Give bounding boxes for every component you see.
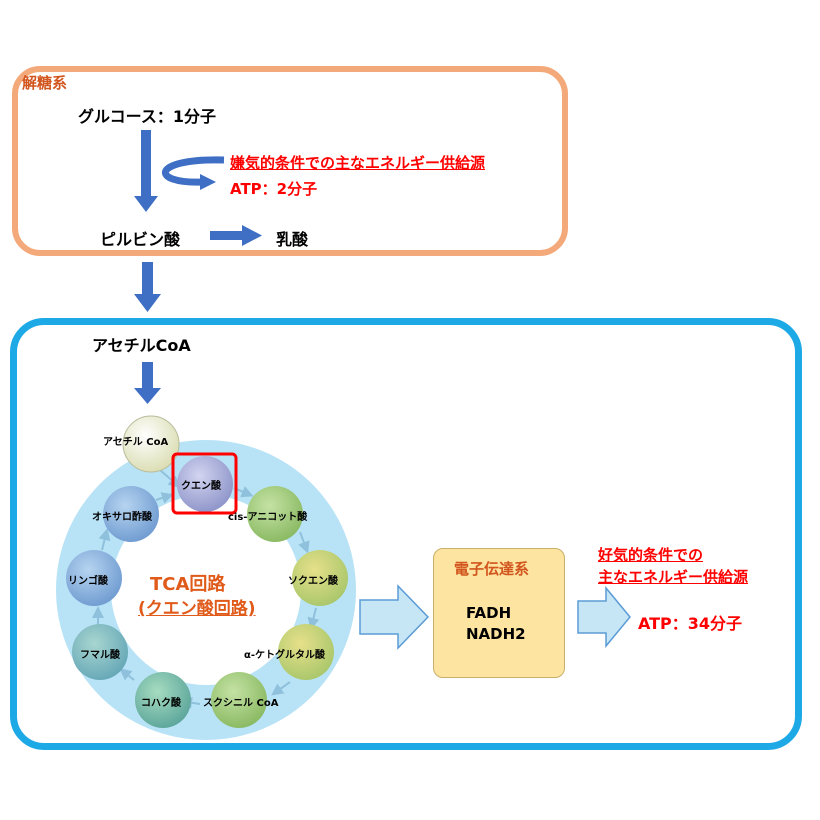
tca-cycle-arrows [92,469,320,709]
node-alphaketo-circle [278,624,334,680]
node-succinate-circle [135,672,191,728]
node-acetylcoa-circle [122,415,180,473]
etc-to-atp-arrow [577,585,631,649]
tca-to-etc-arrow [359,584,430,650]
node-oxaloacetate-circle [103,486,159,542]
anaerobic-note: 嫌気的条件での主なエネルギー供給源 [230,154,486,172]
lactate-label: 乳酸 [276,230,309,249]
citrate-highlight [171,452,238,515]
aerobic-note-line2: 主なエネルギー供給源 [598,568,749,586]
node-acetylcoa-label: アセチル CoA [103,437,169,448]
node-succinate-label: コハク酸 [141,698,181,709]
tca-subtitle: (クエン酸回路) [138,599,256,619]
tca-ring-hole [111,495,301,685]
glycolysis-title: 解糖系 [22,74,68,92]
node-citrate-label: クエン酸 [181,481,221,492]
node-succinylcoa-circle [211,672,267,728]
atp-aerobic: ATP：34分子 [638,614,743,633]
electron-transport-box [433,548,565,678]
pyruvate-label: ピルビン酸 [100,230,181,249]
node-citrate-circle [177,456,233,512]
pyruvate-to-acetylcoa-arrow [134,262,161,312]
atp-anaerobic: ATP：2分子 [230,180,318,198]
atp-branch-arrow [161,156,225,190]
aerobic-note-line1: 好気的条件での [598,546,704,564]
etc-nadh2: NADH2 [466,625,526,643]
node-isocitrate-circle [292,550,348,606]
tca-title: TCA回路 [150,574,226,595]
glucose-to-pyruvate-arrow [134,130,158,212]
etc-title: 電子伝達系 [454,560,530,578]
node-fumarate-label: フマル酸 [80,650,120,661]
glycolysis-panel [12,66,568,256]
pyruvate-to-lactate-arrow [210,225,262,246]
node-malate-label: リンゴ酸 [68,576,108,587]
node-succinylcoa-label: スクシニル CoA [203,698,279,709]
etc-fadh: FADH [466,604,512,622]
aerobic-panel [10,318,802,750]
node-fumarate-circle [72,624,128,680]
node-cisaconitate-label: cis-アニコット酸 [228,512,308,523]
node-isocitrate-label: ソクエン酸 [288,576,338,587]
node-alphaketo-label: α-ケトグルタル酸 [244,650,326,661]
node-cisaconitate-circle [247,486,303,542]
acetylcoa-label: アセチルCoA [92,336,191,355]
acetylcoa-to-tca-arrow [134,362,161,404]
glucose-label: グルコース：1分子 [78,107,217,126]
node-malate-circle [66,550,122,606]
node-oxaloacetate-label: オキサロ酢酸 [92,512,152,523]
